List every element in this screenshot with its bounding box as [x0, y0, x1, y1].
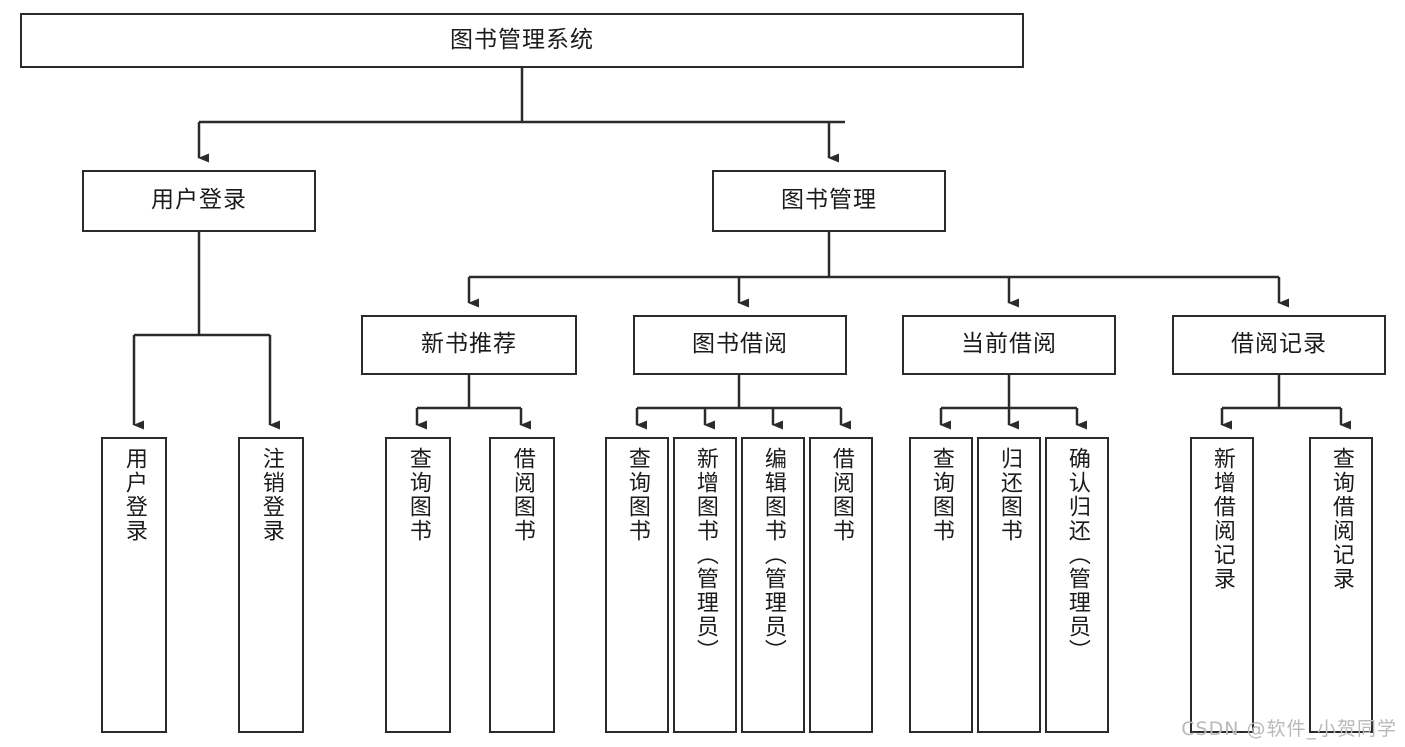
leaf-label: 查询图书 — [624, 447, 650, 543]
leaf-record-add-record[interactable]: 新增借阅记录 — [1190, 437, 1254, 733]
leaf-label: 借阅图书 — [828, 447, 854, 543]
csdn-watermark: CSDN @软件_小贺同学 — [1181, 718, 1397, 740]
leaf-borrow-borrow-book[interactable]: 借阅图书 — [809, 437, 873, 733]
leaf-label: 归还图书 — [996, 447, 1022, 543]
leaf-user-login-logout[interactable]: 注销登录 — [238, 437, 304, 733]
node-borrow-record[interactable]: 借阅记录 — [1172, 315, 1386, 375]
leaf-current-confirm-return-admin[interactable]: 确认归还（管理员） — [1045, 437, 1109, 733]
leaf-label: 查询借阅记录 — [1328, 447, 1354, 591]
leaf-label: 确认归还（管理员） — [1064, 447, 1090, 663]
node-book-management[interactable]: 图书管理 — [712, 170, 946, 232]
leaf-label: 编辑图书（管理员） — [760, 447, 786, 663]
leaf-borrow-add-book-admin[interactable]: 新增图书（管理员） — [673, 437, 737, 733]
node-new-book-recommend[interactable]: 新书推荐 — [361, 315, 577, 375]
leaf-user-login-login[interactable]: 用户登录 — [101, 437, 167, 733]
leaf-label: 用户登录 — [121, 447, 147, 543]
leaf-current-query-book[interactable]: 查询图书 — [909, 437, 973, 733]
leaf-label: 查询图书 — [928, 447, 954, 543]
leaf-label: 借阅图书 — [509, 447, 535, 543]
node-root-system[interactable]: 图书管理系统 — [20, 13, 1024, 68]
leaf-label: 查询图书 — [405, 447, 431, 543]
node-user-login[interactable]: 用户登录 — [82, 170, 316, 232]
node-book-borrow[interactable]: 图书借阅 — [633, 315, 847, 375]
leaf-borrow-edit-book-admin[interactable]: 编辑图书（管理员） — [741, 437, 805, 733]
leaf-record-query-record[interactable]: 查询借阅记录 — [1309, 437, 1373, 733]
leaf-borrow-query-book[interactable]: 查询图书 — [605, 437, 669, 733]
leaf-label: 新增图书（管理员） — [692, 447, 718, 663]
node-current-borrow[interactable]: 当前借阅 — [902, 315, 1116, 375]
leaf-label: 注销登录 — [258, 447, 284, 543]
leaf-recommend-query-book[interactable]: 查询图书 — [385, 437, 451, 733]
leaf-recommend-borrow-book[interactable]: 借阅图书 — [489, 437, 555, 733]
leaf-current-return-book[interactable]: 归还图书 — [977, 437, 1041, 733]
leaf-label: 新增借阅记录 — [1209, 447, 1235, 591]
